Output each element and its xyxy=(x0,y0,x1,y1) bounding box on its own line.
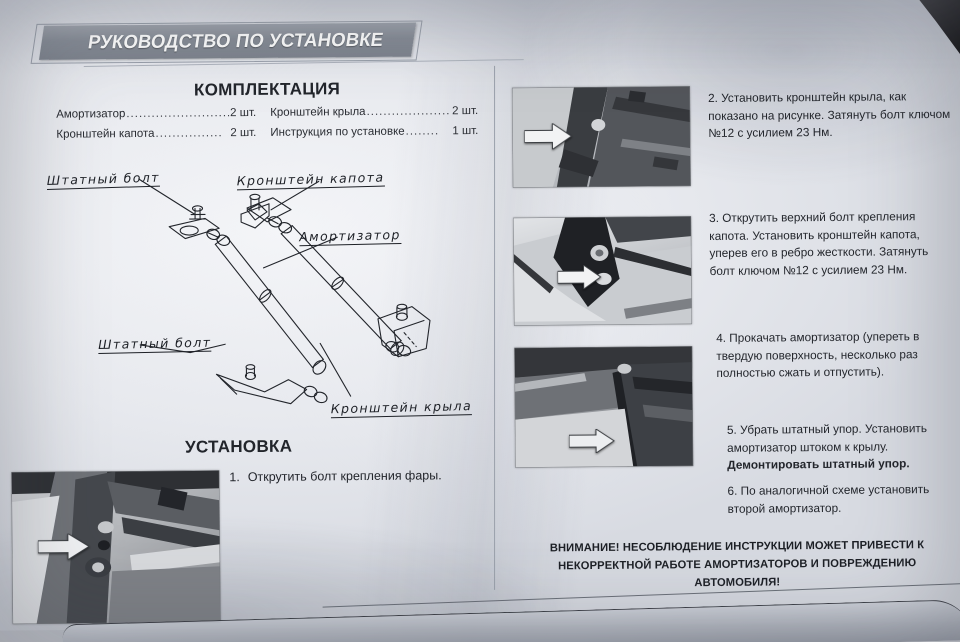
instruction-step-3: 3. Открутить верхний болт крепления капо… xyxy=(709,209,929,278)
parts-list-item: Кронштейн капота ................ 2 шт. xyxy=(56,126,256,143)
part-leader-dots: ........ xyxy=(405,125,440,138)
parts-list-item: Кронштейн крыла ..................... 2 … xyxy=(270,104,478,121)
section-title-installation: УСТАНОВКА xyxy=(185,436,293,457)
part-name: Кронштейн крыла xyxy=(270,105,366,119)
white-arrow-right-icon xyxy=(37,533,90,560)
part-quantity: 2 шт. xyxy=(230,106,257,120)
photo-step-4 xyxy=(514,346,694,468)
part-quantity: 2 шт. xyxy=(452,105,479,118)
parts-list-column-right: Кронштейн крыла ..................... 2 … xyxy=(270,104,478,146)
photo-step-2-arrow xyxy=(524,123,573,150)
diagram-label-bolt-bottom: Штатный болт xyxy=(98,334,212,355)
diagram-label-fender-bracket: Кронштейн крыла xyxy=(330,398,473,419)
photo-step-3-arrow xyxy=(557,264,602,290)
instruction-step-2: 2. Установить кронштейн крыла, как показ… xyxy=(708,89,951,140)
instruction-step-4: 4. Прокачать амортизатор (упереть в твер… xyxy=(716,329,920,380)
part-name: Амортизатор xyxy=(56,108,126,121)
white-arrow-right-icon xyxy=(568,428,615,454)
photo-step-2 xyxy=(511,86,691,188)
part-quantity: 2 шт. xyxy=(230,126,257,140)
section-title-parts: КОМПЛЕКТАЦИЯ xyxy=(193,79,341,100)
instruction-step-5-text: 5. Убрать штатный упор. Установить аморт… xyxy=(726,421,927,455)
step-1: 1. Открутить болт крепления фары. xyxy=(229,468,441,484)
part-quantity: 1 шт. xyxy=(452,125,479,138)
diagram-label-bolt-top: Штатный болт xyxy=(46,169,161,190)
photo-step-4-image xyxy=(514,346,694,468)
part-leader-dots: ........................... xyxy=(126,107,230,121)
photo-step-4-arrow xyxy=(568,428,615,454)
diagram-label-strut: Амортизатор xyxy=(299,226,401,247)
photo-step-3 xyxy=(513,216,693,326)
column-divider-line xyxy=(494,65,496,590)
photo-step-1-image xyxy=(11,470,221,625)
step-1-text: Открутить болт крепления фары. xyxy=(247,468,442,485)
instruction-step-6: 6. По аналогичной схеме установить второ… xyxy=(727,482,930,516)
parts-list: Амортизатор ........................... … xyxy=(56,104,478,141)
parts-list-column-left: Амортизатор ........................... … xyxy=(56,106,256,148)
part-leader-dots: ..................... xyxy=(366,105,452,118)
page-title: РУКОВОДСТВО ПО УСТАНОВКЕ xyxy=(86,29,385,54)
exploded-assembly-diagram xyxy=(19,150,491,434)
photo-step-3-image xyxy=(513,216,693,326)
part-leader-dots: ................ xyxy=(155,127,223,140)
white-arrow-right-icon xyxy=(524,123,573,150)
white-arrow-right-icon xyxy=(557,264,602,290)
photo-step-1-arrow xyxy=(37,533,90,560)
instruction-step-5: 5. Убрать штатный упор. Установить аморт… xyxy=(727,420,959,475)
instruction-step-5-emphasis: Демонтировать штатный упор. xyxy=(727,456,910,472)
parts-list-item: Инструкция по установке ........ 1 шт. xyxy=(270,124,478,141)
parts-list-item: Амортизатор ........................... … xyxy=(56,106,256,123)
part-name: Кронштейн капота xyxy=(56,127,155,141)
photo-step-1 xyxy=(11,470,221,625)
diagram-linework xyxy=(138,178,431,405)
step-1-number: 1. xyxy=(229,470,240,485)
part-name: Инструкция по установке xyxy=(270,125,405,139)
